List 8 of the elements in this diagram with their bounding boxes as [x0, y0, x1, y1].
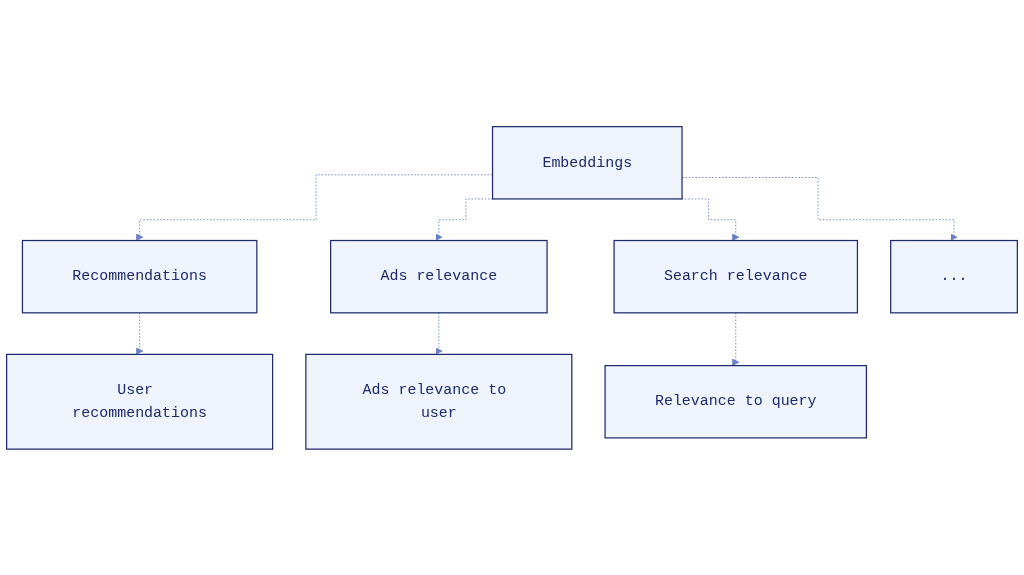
- node-box: Ads relevance: [330, 239, 548, 314]
- node-box: Relevance to query: [604, 364, 868, 439]
- node-box: ...: [890, 239, 1018, 314]
- node-box: Ads relevance to user: [305, 353, 573, 450]
- node-box: Embeddings: [491, 125, 683, 200]
- node-box: Search relevance: [613, 239, 859, 314]
- node-box: Recommendations: [21, 239, 258, 314]
- node-box: User recommendations: [6, 353, 274, 450]
